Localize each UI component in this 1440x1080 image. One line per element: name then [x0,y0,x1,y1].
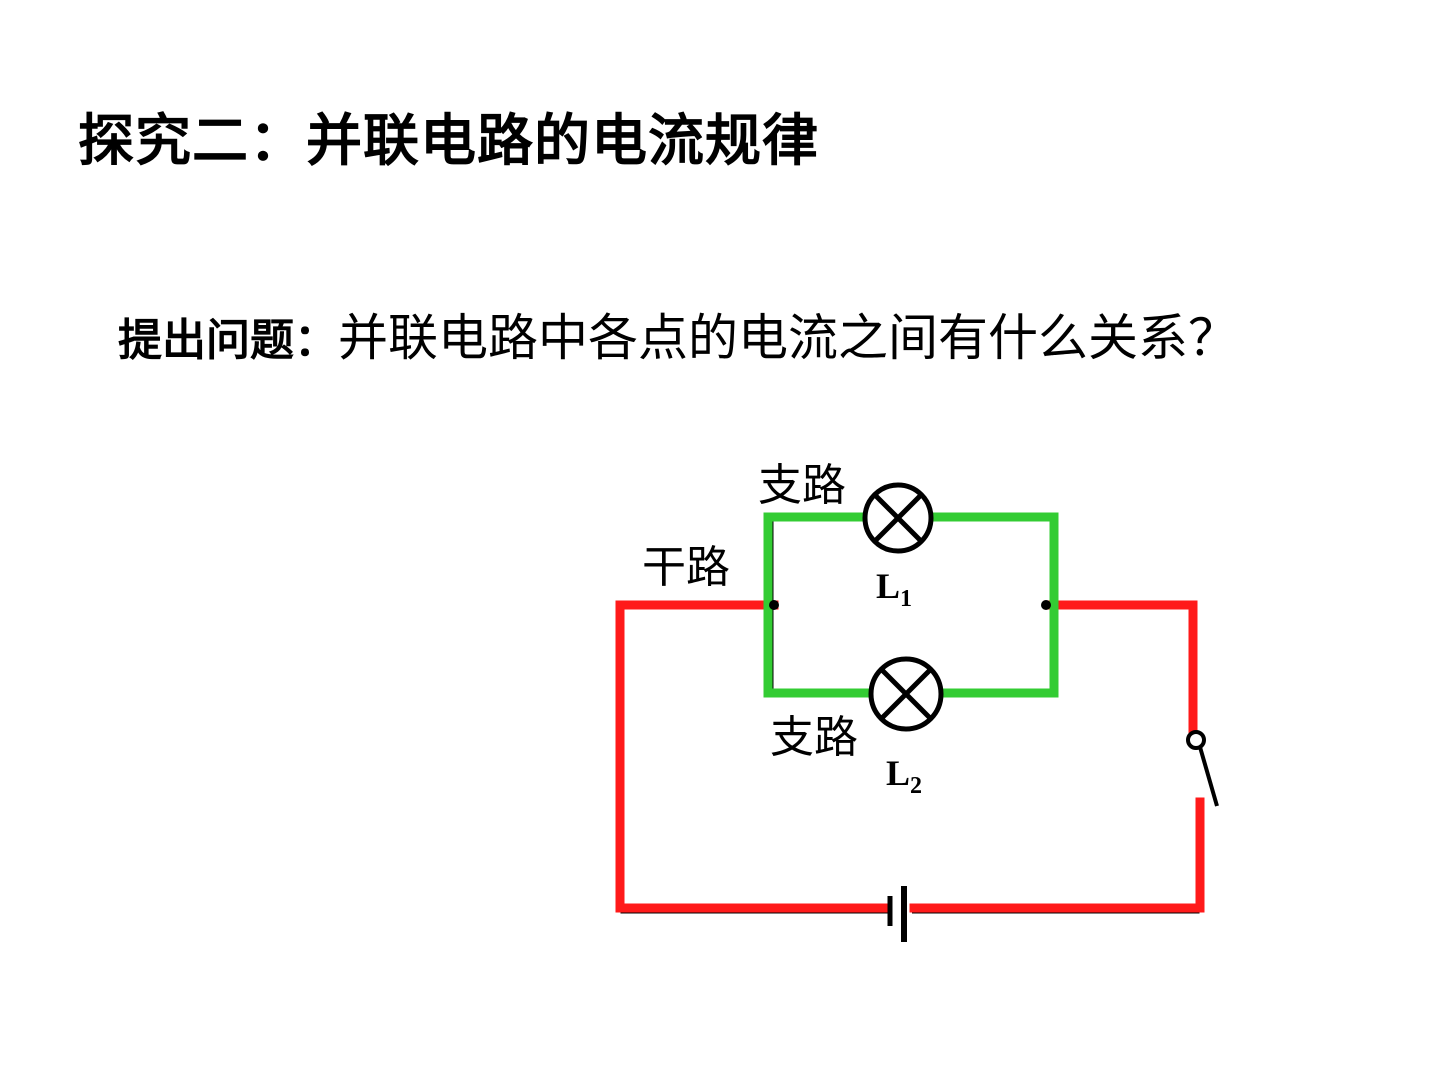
page-title: 探究二：并联电路的电流规律 [78,108,819,174]
lamp-l2-letter: L [886,753,910,793]
lamp-l1-icon [862,482,934,554]
branch-bottom-wire-left [763,600,871,698]
trunk-label: 干路 [642,542,730,593]
trunk-segment-bottom-right [909,797,1205,913]
lamp-l2-label: L2 [886,753,922,799]
trunk-wire [615,600,1205,913]
lamp-l2-subscript: 2 [910,773,922,799]
question-text: 并联电路中各点的电流之间有什么关系？ [338,309,1238,367]
branch-wires [763,512,1059,698]
junction-node-right [1041,600,1051,610]
junction-node-left [769,600,779,610]
branch-top-label: 支路 [758,460,846,511]
switch-icon [1186,730,1219,807]
branch-top-wire-right [929,512,1059,610]
question-line: 提出问题：并联电路中各点的电流之间有什么关系？ [118,298,1238,370]
battery-icon [887,886,907,942]
branch-bottom-wire-right [939,600,1059,698]
lamp-l1-label: L1 [876,566,912,612]
branch-bottom-label: 支路 [770,712,858,763]
branch-top-wire-left [763,512,867,610]
lamp-l1-subscript: 1 [900,586,912,612]
trunk-segment-right [1043,600,1198,735]
trunk-segment-left [615,600,891,913]
lamp-l1-letter: L [876,566,900,606]
question-label: 提出问题： [118,315,338,366]
lamp-l2-icon [868,656,944,732]
